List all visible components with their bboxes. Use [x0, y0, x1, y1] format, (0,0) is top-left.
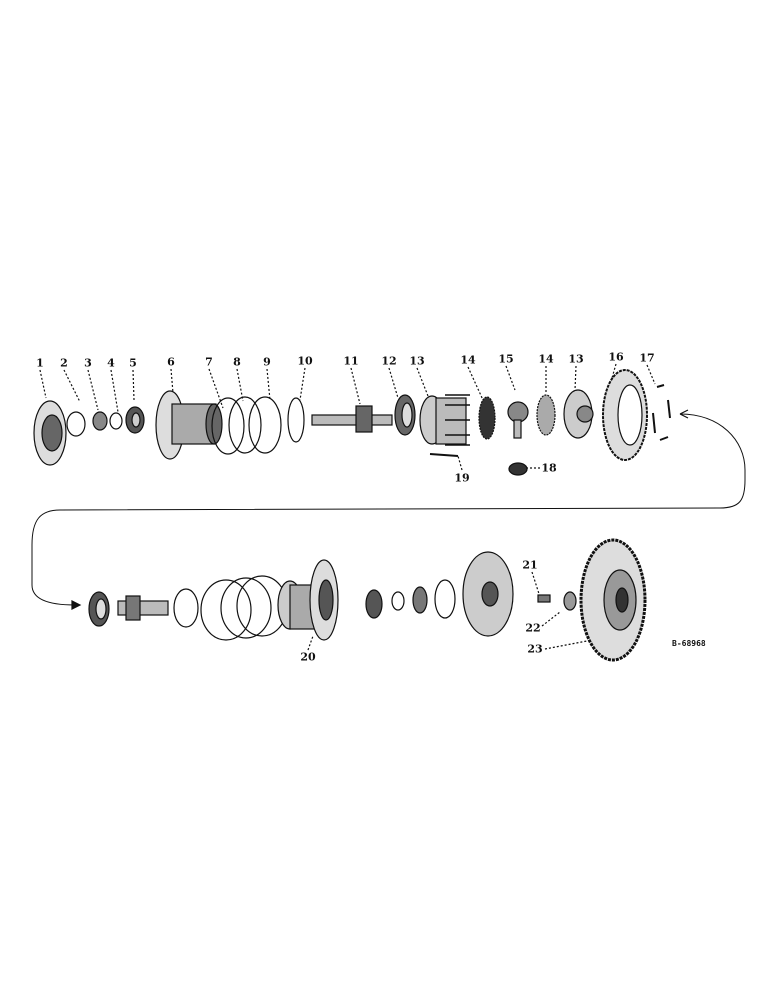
callout-8: 8 — [233, 355, 241, 369]
callout-22: 22 — [525, 621, 541, 635]
callout-20: 20 — [300, 650, 316, 664]
callout-7: 7 — [205, 355, 213, 369]
callout-17: 17 — [639, 351, 655, 365]
callout-10: 10 — [297, 354, 313, 368]
callout-14-second: 14 — [538, 352, 554, 366]
callout-6: 6 — [167, 355, 175, 369]
callout-12: 12 — [381, 354, 397, 368]
callout-4: 4 — [107, 356, 115, 370]
callout-3: 3 — [84, 356, 92, 370]
callout-18: 18 — [541, 461, 557, 475]
callout-15: 15 — [498, 352, 514, 366]
callout-5: 5 — [129, 356, 137, 370]
callout-9: 9 — [263, 355, 271, 369]
callout-14: 14 — [460, 353, 476, 367]
callout-21: 21 — [522, 558, 538, 572]
figure-number: B-68968 — [672, 639, 706, 648]
callout-13: 13 — [409, 354, 425, 368]
callout-19: 19 — [454, 471, 470, 485]
callout-23: 23 — [527, 642, 543, 656]
callout-1: 1 — [36, 356, 44, 370]
callout-13-second: 13 — [568, 352, 584, 366]
leader-lines — [39, 363, 656, 651]
callout-16: 16 — [608, 350, 624, 364]
callout-2: 2 — [60, 356, 68, 370]
callout-11: 11 — [343, 354, 359, 368]
